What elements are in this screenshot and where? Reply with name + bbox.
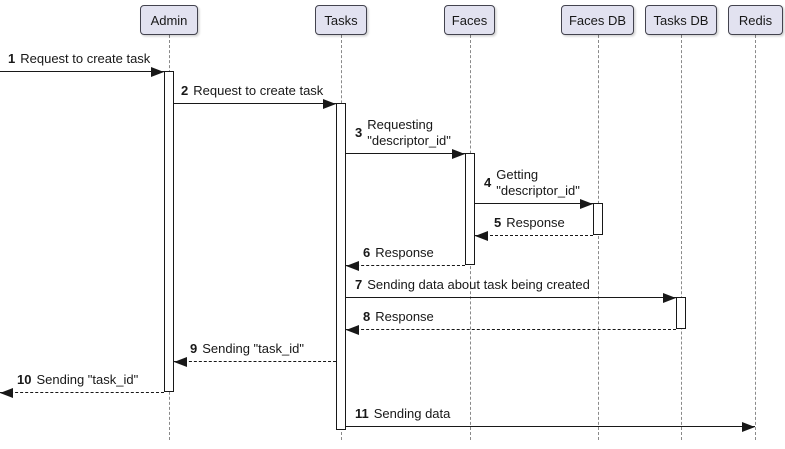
message-text-1: Request to create task bbox=[20, 51, 150, 67]
message-label-11: 11 Sending data bbox=[355, 406, 450, 422]
message-text-8: Response bbox=[375, 309, 434, 325]
message-text-line: Requesting bbox=[367, 117, 434, 132]
message-arrowhead-8 bbox=[346, 325, 359, 335]
message-text-5: Response bbox=[506, 215, 565, 231]
message-text-line: Sending data bbox=[373, 406, 451, 421]
message-text-2: Request to create task bbox=[193, 83, 323, 99]
message-line-2 bbox=[174, 103, 336, 104]
message-label-7: 7 Sending data about task being created bbox=[355, 277, 590, 293]
message-label-6: 6 Response bbox=[363, 245, 434, 261]
message-text-11: Sending data bbox=[374, 406, 451, 422]
lifeline-faces-db bbox=[598, 35, 599, 440]
message-text-7: Sending data about task being created bbox=[367, 277, 590, 293]
message-number-11: 11 bbox=[355, 406, 369, 421]
message-arrowhead-4 bbox=[580, 199, 593, 209]
message-arrowhead-9 bbox=[174, 357, 187, 367]
message-label-1: 1 Request to create task bbox=[8, 51, 150, 67]
message-number-10: 10 bbox=[17, 372, 32, 387]
message-number-5: 5 bbox=[494, 215, 502, 230]
message-arrowhead-5 bbox=[475, 231, 488, 241]
message-line-9 bbox=[174, 361, 336, 362]
message-arrowhead-7 bbox=[663, 293, 676, 303]
activation-bar-tasks bbox=[336, 103, 346, 430]
message-label-8: 8 Response bbox=[363, 309, 434, 325]
message-line-10 bbox=[0, 392, 164, 393]
message-line-1 bbox=[0, 71, 164, 72]
message-line-3 bbox=[346, 153, 465, 154]
message-arrowhead-1 bbox=[151, 67, 164, 77]
message-text-line: Sending "task_id" bbox=[202, 341, 304, 356]
message-text-line: Request to create task bbox=[193, 83, 324, 98]
message-text-3: Requesting"descriptor_id" bbox=[367, 117, 451, 149]
message-text-line: Response bbox=[375, 309, 434, 324]
message-number-9: 9 bbox=[190, 341, 198, 356]
participant-box-faces: Faces bbox=[444, 5, 495, 35]
message-number-7: 7 bbox=[355, 277, 363, 292]
lifeline-tasks-db bbox=[681, 35, 682, 440]
message-label-2: 2 Request to create task bbox=[181, 83, 323, 99]
activation-bar-faces bbox=[465, 153, 475, 265]
message-text-line: Response bbox=[506, 215, 565, 230]
message-number-1: 1 bbox=[8, 51, 16, 66]
message-line-6 bbox=[346, 265, 465, 266]
message-text-line: Response bbox=[375, 245, 434, 260]
message-line-7 bbox=[346, 297, 676, 298]
message-arrowhead-3 bbox=[452, 149, 465, 159]
message-text-line: "descriptor_id" bbox=[367, 133, 451, 148]
message-text-line: "descriptor_id" bbox=[496, 183, 580, 198]
activation-bar-faces-db bbox=[593, 203, 603, 235]
participant-box-admin: Admin bbox=[140, 5, 198, 35]
participant-box-redis: Redis bbox=[728, 5, 783, 35]
participant-box-tasks-db: Tasks DB bbox=[645, 5, 717, 35]
message-arrowhead-10 bbox=[0, 388, 13, 398]
message-text-line: Sending data about task being created bbox=[367, 277, 590, 292]
message-line-11 bbox=[346, 426, 755, 427]
activation-bar-tasks-db bbox=[676, 297, 686, 329]
message-number-4: 4 bbox=[484, 175, 492, 190]
message-text-line: Sending "task_id" bbox=[36, 372, 139, 387]
message-line-8 bbox=[346, 329, 676, 330]
message-label-9: 9 Sending "task_id" bbox=[190, 341, 304, 357]
message-text-4: Getting"descriptor_id" bbox=[496, 167, 580, 199]
message-number-3: 3 bbox=[355, 125, 363, 140]
message-line-4 bbox=[475, 203, 593, 204]
message-text-line: Request to create task bbox=[20, 51, 151, 66]
message-number-6: 6 bbox=[363, 245, 371, 260]
message-arrowhead-6 bbox=[346, 261, 359, 271]
message-line-5 bbox=[475, 235, 593, 236]
message-label-10: 10 Sending "task_id" bbox=[17, 372, 138, 388]
activation-bar-admin bbox=[164, 71, 174, 392]
message-label-3: 3 Requesting"descriptor_id" bbox=[355, 117, 451, 149]
message-label-4: 4 Getting"descriptor_id" bbox=[484, 167, 580, 199]
message-label-5: 5 Response bbox=[494, 215, 565, 231]
message-text-9: Sending "task_id" bbox=[202, 341, 304, 357]
message-number-8: 8 bbox=[363, 309, 371, 324]
lifeline-redis bbox=[755, 35, 756, 440]
participant-box-faces-db: Faces DB bbox=[561, 5, 634, 35]
message-text-6: Response bbox=[375, 245, 434, 261]
message-text-10: Sending "task_id" bbox=[36, 372, 138, 388]
message-arrowhead-11 bbox=[742, 422, 755, 432]
message-number-2: 2 bbox=[181, 83, 189, 98]
message-arrowhead-2 bbox=[323, 99, 336, 109]
message-text-line: Getting bbox=[496, 167, 539, 182]
participant-box-tasks: Tasks bbox=[315, 5, 367, 35]
